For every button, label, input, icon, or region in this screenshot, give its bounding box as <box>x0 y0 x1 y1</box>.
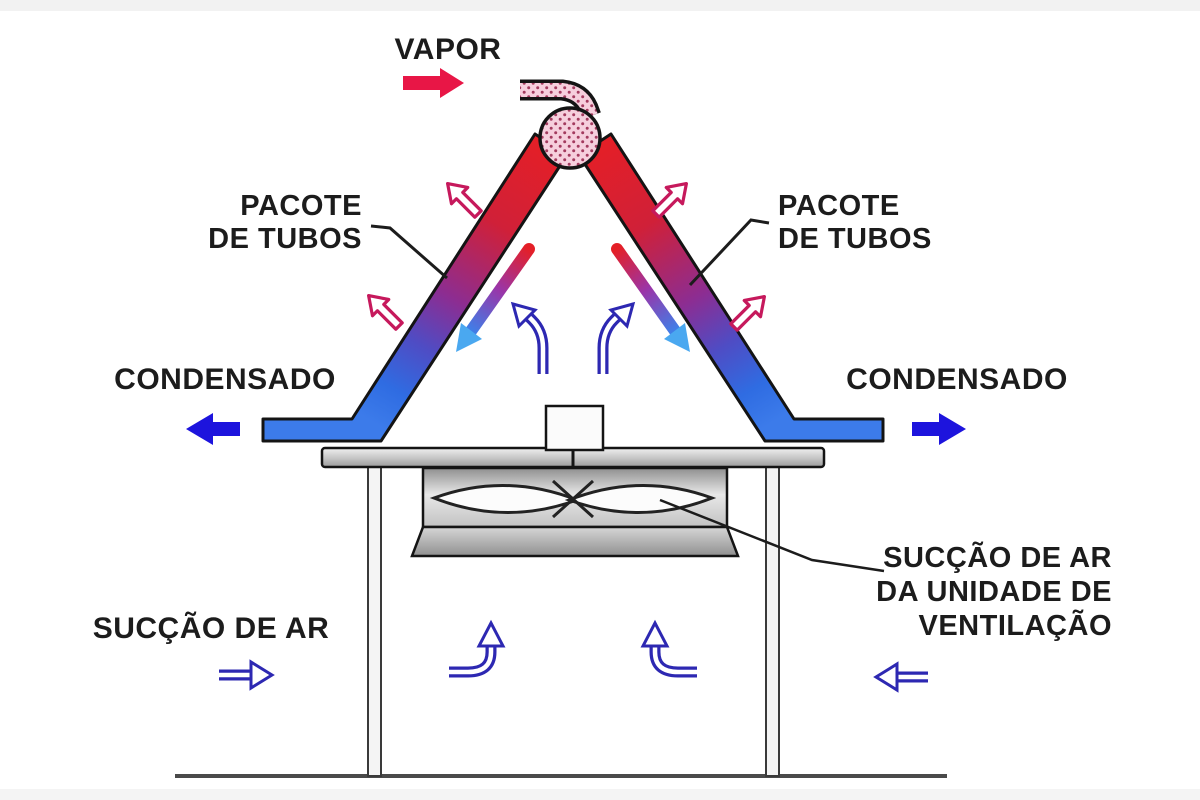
tube-bundle-right-label-line1: PACOTE <box>778 190 900 222</box>
tube-bundle-right-label-line2: DE TUBOS <box>778 223 932 255</box>
support-column-left <box>367 465 382 777</box>
cooling-air-arrows <box>510 301 636 374</box>
fan-suction-label-line1: SUCÇÃO DE AR <box>883 540 1112 574</box>
air-suction-label: SUCÇÃO DE AR <box>93 611 330 645</box>
fan-suction-leader-line <box>659 498 885 573</box>
air-up-right-core <box>600 314 620 374</box>
tube-bundle-left-label-line2: DE TUBOS <box>208 223 362 255</box>
steam-header-circle <box>538 106 602 170</box>
fan-hub-cross <box>551 479 595 519</box>
condensate-left-label: CONDENSADO <box>114 363 336 396</box>
condensate-flow-arrows <box>456 243 690 352</box>
hot-air-arrow-upper-left-icon <box>445 181 483 219</box>
hot-air-arrow-lower-left-icon <box>366 293 404 331</box>
vapor-label: VAPOR <box>395 33 502 66</box>
air-up-left-core <box>526 314 546 374</box>
air-up-right-head-icon <box>608 301 636 329</box>
steam-pipe-fill <box>520 83 598 119</box>
condensate-flow-shaft-left <box>465 243 535 337</box>
tube-bundle-left-label-line1: PACOTE <box>240 190 362 222</box>
vapor-arrow-icon <box>403 68 464 98</box>
tube-bundle-right <box>577 132 885 443</box>
tube-bundle-left-leader-line <box>370 224 448 280</box>
condensate-arrow-right-icon <box>912 413 966 445</box>
condensate-right-label: CONDENSADO <box>846 363 1068 396</box>
plenum-arrow-left-head-icon <box>476 619 506 648</box>
hot-air-arrows <box>366 181 767 332</box>
support-column-right <box>765 465 780 777</box>
condensate-flow-shaft-right <box>611 243 681 337</box>
air-suction-arrows <box>219 659 928 693</box>
top-edge-band <box>0 0 1200 11</box>
plenum-arrow-left-core <box>449 647 494 675</box>
condensate-arrow-left-icon <box>186 413 240 445</box>
hot-air-arrow-lower-right-icon <box>729 294 767 332</box>
suction-right-head-icon <box>873 661 899 693</box>
plenum-arrow-right-core <box>652 647 697 675</box>
plenum-arrow-right-head-icon <box>640 619 670 648</box>
hot-air-arrow-upper-right-icon <box>651 181 689 219</box>
tube-bundle-right-leader-line <box>688 218 770 287</box>
fan-suction-label-line2: DA UNIDADE DE <box>876 576 1112 608</box>
fan-motor-box <box>544 404 605 452</box>
fan-suction-label-line3: VENTILAÇÃO <box>919 608 1113 642</box>
condensate-flow-head-right-icon <box>664 323 690 352</box>
bottom-edge-band <box>0 789 1200 800</box>
suction-left-head-icon <box>249 659 275 691</box>
fan-shroud-skirt <box>410 525 740 558</box>
steam-inlet-pipe <box>520 79 601 120</box>
air-up-left-head-icon <box>510 301 538 329</box>
condensate-flow-head-left-icon <box>456 323 482 352</box>
plenum-intake-arrows <box>449 619 697 678</box>
